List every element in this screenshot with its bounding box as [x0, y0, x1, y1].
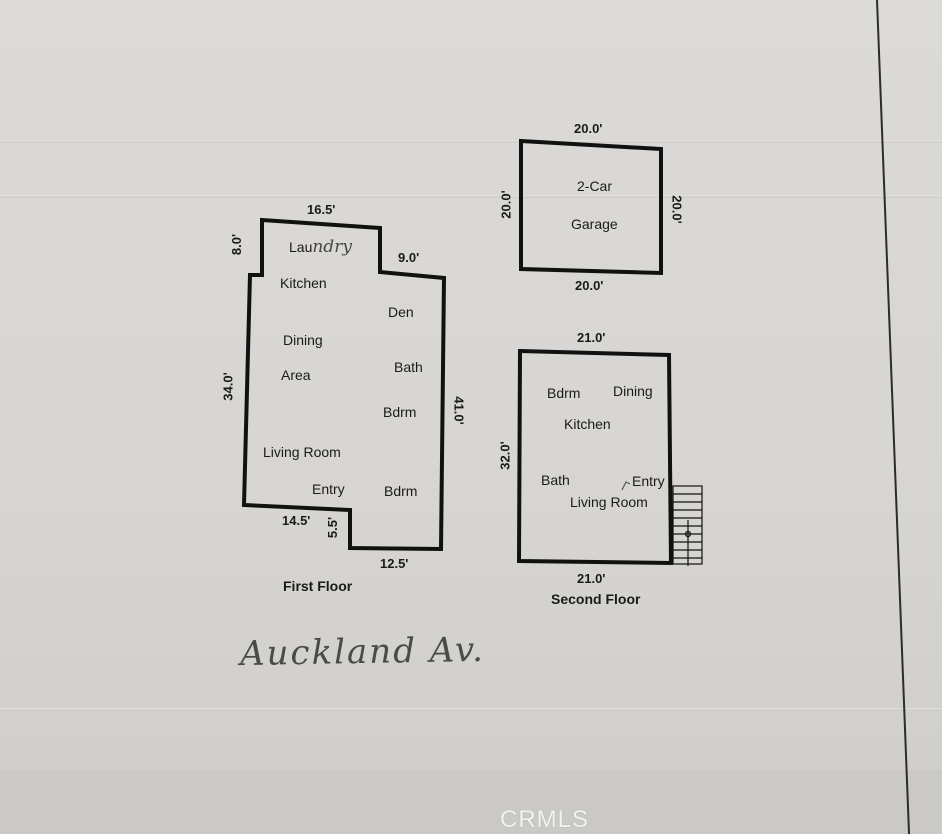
dim-first-top: 16.5' — [307, 202, 336, 217]
room-entry: Entry — [632, 473, 665, 489]
room-kitchen: Kitchen — [564, 416, 611, 432]
dim-garage-top: 20.0' — [574, 121, 603, 136]
garage-outline — [519, 138, 663, 276]
first-floor-caption: First Floor — [283, 578, 353, 594]
paper-fold — [0, 708, 942, 711]
garage-label-line2: Garage — [571, 216, 618, 232]
dim-garage-left: 20.0' — [498, 190, 514, 219]
second-floor-outline — [516, 348, 674, 566]
dim-second-top: 21.0' — [577, 330, 606, 345]
room-bdrm: Bdrm — [547, 385, 581, 401]
room-laundry: Laundry — [289, 237, 352, 257]
stairs-icon — [672, 485, 703, 566]
dim-garage-right: 20.0' — [669, 195, 685, 224]
paper-bottom-strip — [0, 770, 942, 834]
room-living-room: Living Room — [570, 494, 648, 510]
room-den: Den — [388, 304, 414, 320]
dim-first-bottom-left: 14.5' — [282, 513, 311, 528]
crmls-watermark: CRMLS — [500, 806, 590, 833]
dim-second-bottom: 21.0' — [577, 571, 606, 586]
dim-first-bottom-right: 12.5' — [380, 556, 409, 571]
room-bdrm: Bdrm — [384, 483, 418, 499]
second-floor-caption: Second Floor — [551, 591, 641, 607]
room-dining: Dining — [613, 383, 653, 399]
room-bath: Bath — [541, 472, 570, 488]
dim-second-left: 32.0' — [497, 441, 513, 470]
room-dining: Dining — [283, 332, 323, 348]
dim-garage-bottom: 20.0' — [575, 278, 604, 293]
room-bath: Bath — [394, 359, 423, 375]
paper-fold — [0, 195, 942, 198]
room-kitchen: Kitchen — [280, 275, 327, 291]
room-entry: Entry — [312, 481, 345, 497]
dim-first-left-upper: 8.0' — [229, 233, 245, 256]
dim-first-right: 41.0' — [451, 396, 467, 425]
garage-label-line1: 2-Car — [577, 178, 613, 194]
room-living-room: Living Room — [263, 444, 341, 460]
paper-fold — [0, 140, 942, 143]
room-bdrm: Bdrm — [383, 404, 417, 420]
dim-first-right-step: 9.0' — [398, 250, 420, 265]
door-mark — [621, 481, 631, 491]
handwritten-street-note: Auckland Av. — [239, 629, 486, 675]
dim-first-bottom-step: 5.5' — [325, 516, 341, 539]
first-floor-outline — [241, 217, 447, 552]
dim-first-left: 34.0' — [220, 372, 236, 401]
room-area: Area — [281, 367, 311, 383]
